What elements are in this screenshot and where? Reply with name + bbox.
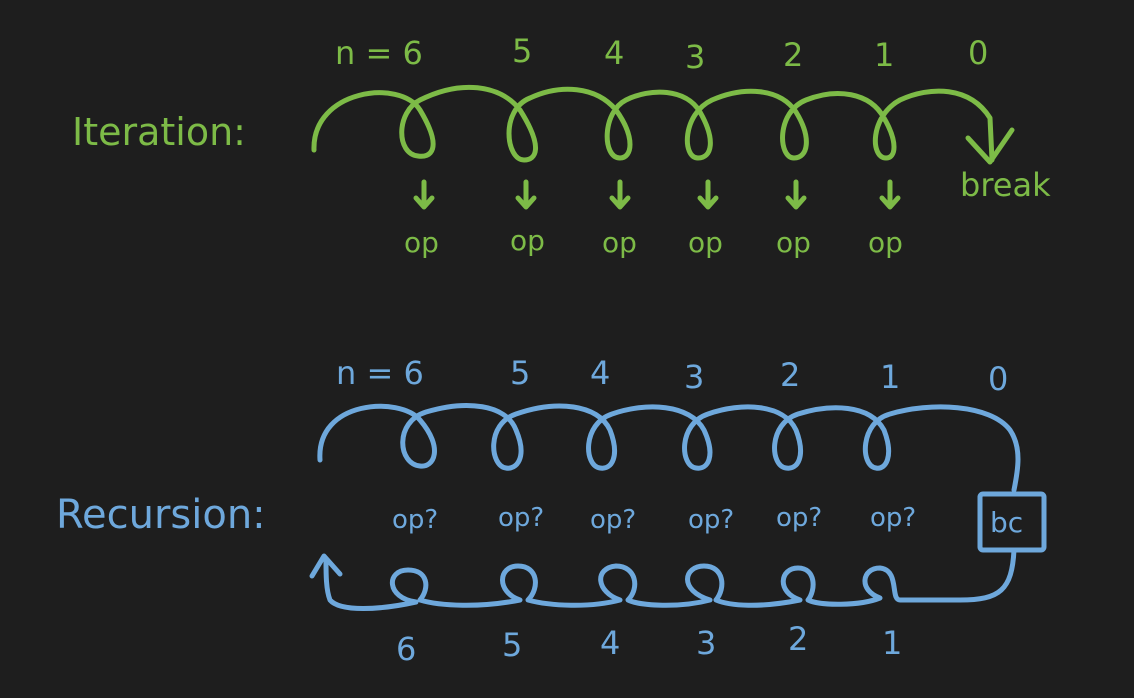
iteration-n-label: 4 [604,34,624,72]
iteration-n-labels: n = 6 5 4 3 2 1 0 [335,32,988,76]
iteration-op: op [404,226,439,259]
down-arrow-icon [609,179,631,210]
recursion-op: op? [590,505,636,535]
recursion-op: op? [870,503,916,533]
iteration-ops: op op op op op op [404,224,903,259]
iteration-op: op [510,224,545,257]
recursion-n-label: 3 [684,358,704,396]
iteration-n-label: 1 [874,36,894,74]
iteration-op: op [868,226,903,259]
recursion-return-label: 6 [396,630,416,668]
iteration-op: op [688,226,723,259]
iteration-op: op [602,226,637,259]
recursion-return-curve [323,547,1017,611]
iteration-loop-curve [311,84,995,163]
iteration-break-label: break [960,166,1051,204]
iteration-op: op [776,226,811,259]
recursion-return-label: 4 [600,624,620,662]
recursion-return-label: 2 [788,620,808,658]
down-arrow-icon [879,179,901,210]
base-case-box: bc [977,491,1047,553]
down-arrow-icon [785,179,807,210]
recursion-n-label: 4 [590,354,610,392]
recursion-return-label: 3 [696,624,716,662]
recursion-n-label: 0 [988,360,1008,398]
down-arrow-icon [697,179,719,210]
recursion-n-label: 1 [880,358,900,396]
recursion-n-label: n = 6 [336,354,424,392]
recursion-return-label: 1 [882,624,902,662]
iteration-n-label: 0 [968,34,988,72]
iteration-n-label: 2 [783,36,803,74]
recursion-n-label: 5 [510,354,530,392]
recursion-n-labels: n = 6 5 4 3 2 1 0 [336,354,1008,398]
base-case-label: bc [990,506,1023,539]
return-up-arrowhead [309,553,343,579]
recursion-op: op? [392,505,438,535]
recursion-ops: op? op? op? op? op? op? [392,503,916,535]
recursion-call-curve [317,403,1021,493]
iteration-n-label: n = 6 [335,34,423,72]
down-arrow-icon [413,179,435,210]
iteration-label: Iteration: [72,110,246,154]
down-arrow-icon [515,179,537,210]
iteration-n-label: 5 [512,32,532,70]
iteration-down-arrows [413,179,901,210]
recursion-label: Recursion: [56,492,266,538]
recursion-op: op? [688,505,734,535]
recursion-return-label: 5 [502,626,522,664]
iteration-n-label: 3 [685,38,705,76]
iteration-break-arrowhead [965,127,1015,165]
recursion-n-label: 2 [780,356,800,394]
recursion-return-labels: 6 5 4 3 2 1 [396,620,902,668]
recursion-op: op? [498,503,544,533]
recursion-op: op? [776,503,822,533]
